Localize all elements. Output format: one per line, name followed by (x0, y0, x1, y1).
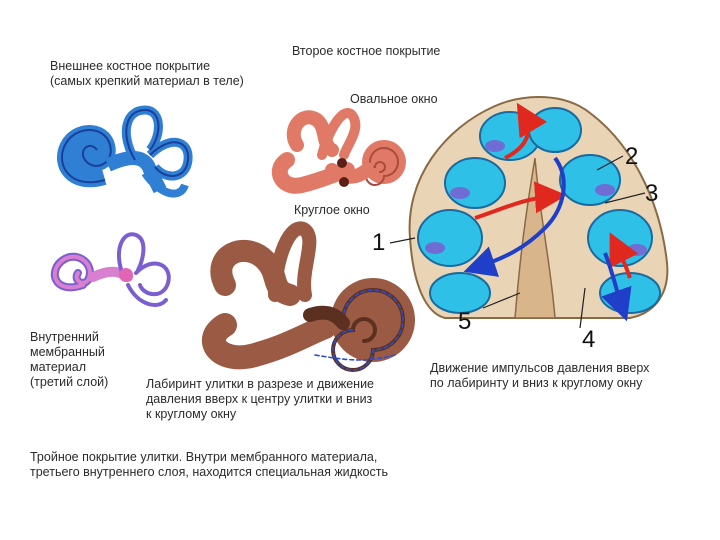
cochlea-section-figure (202, 221, 415, 372)
outer-bony-cover-line-1: Внешнее костное покрытие (50, 59, 211, 73)
outer-bony-cover-line-2: (самых крепкий материал в теле) (50, 74, 244, 88)
inner-membranous-figure (50, 232, 171, 307)
cochlea-section-caption: Лабиринт улитки в разрезе и движение дав… (146, 377, 374, 422)
oval-window-label: Овальное окно (350, 92, 438, 106)
inner-membranous-line-1: Внутренний (30, 330, 99, 344)
cochlea-cross-section-figure (389, 95, 669, 329)
label-number-3: 3 (645, 180, 659, 207)
cochlea-section-line-2: давления вверх к центру улитки и вниз (146, 392, 373, 406)
inner-membranous-line-3: материал (30, 360, 86, 374)
second-bony-cover-label: Второе костное покрытие (292, 44, 441, 58)
cochlea-section-line-3: к круглому окну (146, 407, 237, 421)
triple-cover-line-1: Тройное покрытие улитки. Внутри мембранн… (30, 450, 378, 464)
impulse-movement-line-2: по лабиринту и вниз к круглому окну (430, 376, 643, 390)
triple-cover-line-2: третьего внутреннего слоя, находится спе… (30, 465, 389, 479)
label-number-2: 2 (625, 143, 639, 170)
outer-bony-labyrinth-figure (56, 105, 193, 198)
label-number-1: 1 (372, 229, 386, 256)
second-bony-cover-figure (271, 108, 406, 194)
outer-bony-cover-label: Внешнее костное покрытие (самых крепкий … (50, 59, 244, 89)
inner-membranous-line-2: мембранный (30, 345, 105, 359)
cochlea-section-line-1: Лабиринт улитки в разрезе и движение (146, 377, 375, 391)
label-number-4: 4 (582, 326, 596, 353)
impulse-movement-caption: Движение импульсов давления вверх по лаб… (430, 361, 649, 391)
impulse-movement-line-1: Движение импульсов давления вверх (430, 361, 650, 375)
inner-membranous-line-4: (третий слой) (30, 375, 109, 389)
label-number-5: 5 (458, 308, 472, 335)
inner-membranous-label: Внутренний мембранный материал (третий с… (30, 330, 108, 390)
round-window-label: Круглое окно (294, 203, 370, 217)
triple-cover-caption: Тройное покрытие улитки. Внутри мембранн… (30, 450, 388, 480)
